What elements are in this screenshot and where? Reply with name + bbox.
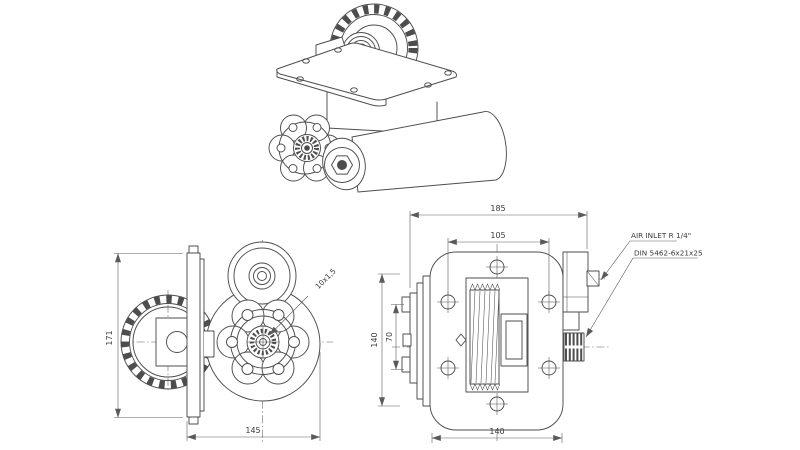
dim-145: 145 [186,352,321,441]
flange-bolt-holes [226,309,300,375]
gasket-stack [401,275,432,407]
dim-105: 105 [447,231,550,294]
mounting-plate [276,42,457,107]
gear-cavity [455,277,529,393]
plate-bolt-holes [296,47,452,93]
din-spline-label: DIN 5462-6x21x25 [634,249,703,258]
bearing-housing-top [227,241,297,311]
dim-70: 70 [385,304,404,370]
splined-hub-iso [293,134,321,162]
dim-105-label: 105 [490,231,505,240]
dim-171-label: 171 [105,330,114,345]
plate-holes [437,256,560,415]
side-view: 10x1,5 171 145 [105,240,338,442]
clover-flange-side [216,299,310,385]
dim-185: 185 [409,204,588,288]
spline-shaft [563,332,585,362]
dim-140-left-label: 140 [370,332,379,347]
dim-140-bottom: 140 [431,427,563,443]
flange-plate-side [186,245,205,425]
dim-171: 171 [105,253,183,418]
helical-gear [469,283,501,391]
dim-70-label: 70 [385,332,394,342]
dim-140-left: 140 [370,273,400,407]
air-inlet-fitting [586,270,600,287]
shaft-collar [500,313,528,367]
air-inlet-label: AIR INLET R 1/4" [631,231,691,240]
thread-callout-label: 10x1,5 [313,267,337,291]
isometric-view [268,3,507,193]
output-cylinder [322,111,507,193]
bolt-diamond [455,333,467,347]
dim-185-label: 185 [490,204,505,213]
dim-140-bottom-label: 140 [489,427,504,436]
front-section-view: 185 105 140 70 140 AIR INLET R 1/4" [370,204,703,443]
dim-145-label: 145 [245,426,260,435]
air-shift-housing [562,251,600,331]
callout-air-inlet: AIR INLET R 1/4" [600,231,691,281]
hub-side [246,325,280,359]
callout-din-spline: DIN 5462-6x21x25 [585,249,703,338]
